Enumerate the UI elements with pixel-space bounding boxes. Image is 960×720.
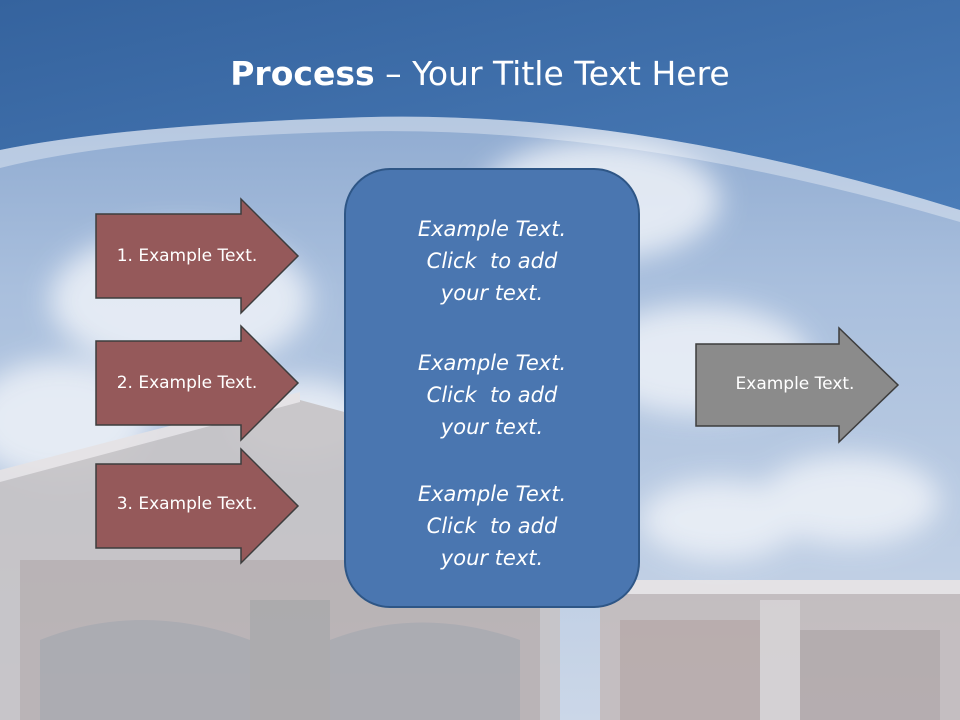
center-line: Click to add xyxy=(426,383,558,407)
arrow-shape-icon xyxy=(95,324,300,442)
left-arrow-label: 2. Example Text. xyxy=(116,373,258,393)
left-arrow-1[interactable]: 1. Example Text. xyxy=(95,197,300,315)
right-arrow[interactable]: Example Text. xyxy=(695,326,900,444)
center-line: your text. xyxy=(440,546,544,570)
center-line: Example Text. xyxy=(417,351,567,375)
center-text-block-1[interactable]: Example Text. Click to add your text. xyxy=(344,213,640,309)
arrow-shape-icon xyxy=(95,447,300,565)
center-line: Click to add xyxy=(426,249,558,273)
left-arrow-label: 3. Example Text. xyxy=(116,494,258,514)
right-arrow-label: Example Text. xyxy=(735,374,855,394)
center-line: Example Text. xyxy=(417,217,567,241)
center-text-block-3[interactable]: Example Text. Click to add your text. xyxy=(344,478,640,574)
center-line: Example Text. xyxy=(417,482,567,506)
left-arrow-label: 1. Example Text. xyxy=(116,246,258,266)
left-arrow-2[interactable]: 2. Example Text. xyxy=(95,324,300,442)
center-text-block-2[interactable]: Example Text. Click to add your text. xyxy=(344,347,640,443)
arrow-shape-icon xyxy=(95,197,300,315)
center-box[interactable] xyxy=(344,168,640,608)
center-line: your text. xyxy=(440,415,544,439)
slide-title[interactable]: Process – Your Title Text Here xyxy=(0,52,960,96)
arrow-shape-icon xyxy=(695,326,900,444)
center-line: your text. xyxy=(440,281,544,305)
title-rest: – Your Title Text Here xyxy=(374,54,730,93)
title-bold: Process xyxy=(230,54,375,93)
left-arrow-3[interactable]: 3. Example Text. xyxy=(95,447,300,565)
center-line: Click to add xyxy=(426,514,558,538)
